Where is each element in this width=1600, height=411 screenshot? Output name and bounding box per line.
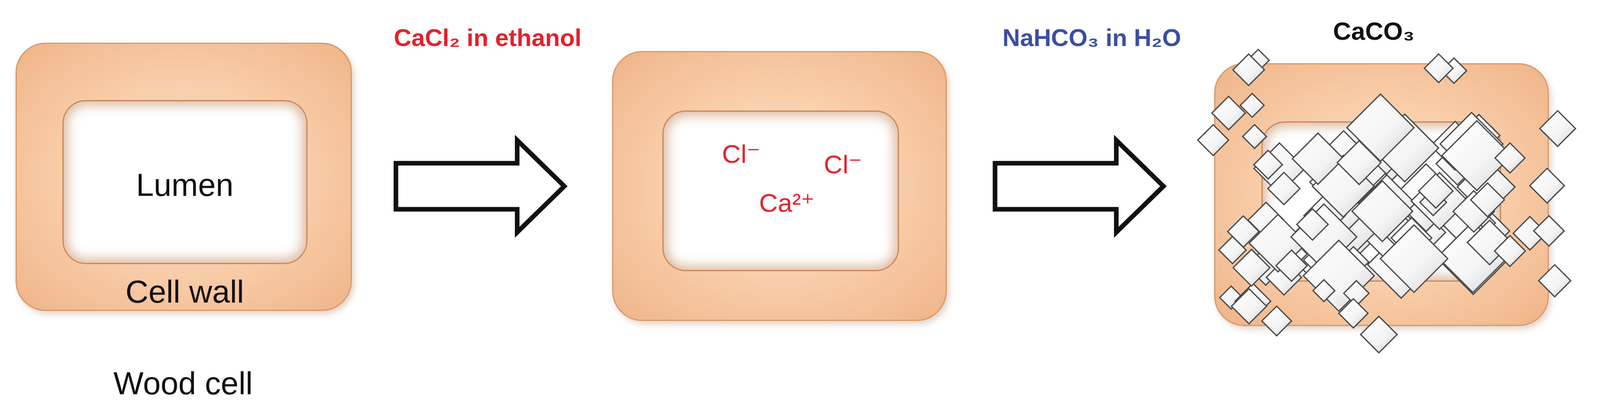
calcite-crystal (1240, 93, 1264, 118)
caption-label: Wood cell (113, 365, 253, 402)
calcite-crystal (1197, 124, 1229, 156)
ion-label: Cl⁻ (721, 139, 760, 169)
calcite-crystal (1212, 96, 1246, 130)
calcite-crystal (1232, 54, 1265, 86)
lumen: Lumen (62, 100, 308, 265)
calcite-crystal (1242, 124, 1267, 149)
crystal-cluster (1215, 64, 1551, 328)
ion-label: Cl⁻ (823, 149, 862, 180)
calcite-crystal (1529, 168, 1565, 204)
calcite-crystal (1227, 216, 1259, 248)
calcite-crystal (1411, 172, 1469, 230)
wood-cell: Cl⁻ Cl⁻ Ca²⁺ (612, 51, 947, 322)
calcite-crystal (1533, 215, 1565, 247)
calcite-crystal (1337, 140, 1382, 185)
wood-cell: Cell wallWood cellLumen (15, 42, 352, 312)
calcite-crystal (1261, 306, 1292, 337)
calcite-crystal (1313, 279, 1335, 302)
cell-wall-label: Cell wall (125, 273, 245, 311)
ion-label: Ca²⁺ (759, 188, 815, 218)
calcite-crystal (1338, 299, 1368, 329)
calcite-crystal (1231, 289, 1267, 325)
calcite-crystal (1267, 172, 1301, 205)
calcite-crystal (1538, 265, 1572, 298)
calcite-crystal (1303, 240, 1375, 312)
reagent-label: NaHCO₃ in H₂O (1000, 23, 1184, 52)
lumen-label: Lumen (136, 166, 234, 204)
calcite-crystal (1418, 173, 1453, 209)
block-arrow (995, 140, 1164, 233)
calcite-crystal (1351, 180, 1413, 242)
calcite-crystal (1253, 150, 1283, 179)
calcite-crystal (1360, 316, 1398, 354)
block-arrow (395, 140, 565, 233)
calcite-crystal (1470, 183, 1505, 218)
calcite-crystal (1232, 249, 1270, 287)
calcite-crystal (1424, 54, 1453, 83)
calcite-crystal (1380, 224, 1448, 293)
calcite-crystal (1292, 133, 1344, 185)
calcite-crystal (1296, 209, 1329, 241)
wood-cell: CaCO₃ (1214, 63, 1549, 327)
reagent-label: CaCl₂ in ethanol (391, 23, 585, 52)
calcite-crystal (1494, 143, 1526, 174)
product-label: CaCO₃ (1333, 16, 1415, 46)
calcite-crystal (1539, 111, 1576, 147)
calcite-crystal (1276, 250, 1308, 282)
